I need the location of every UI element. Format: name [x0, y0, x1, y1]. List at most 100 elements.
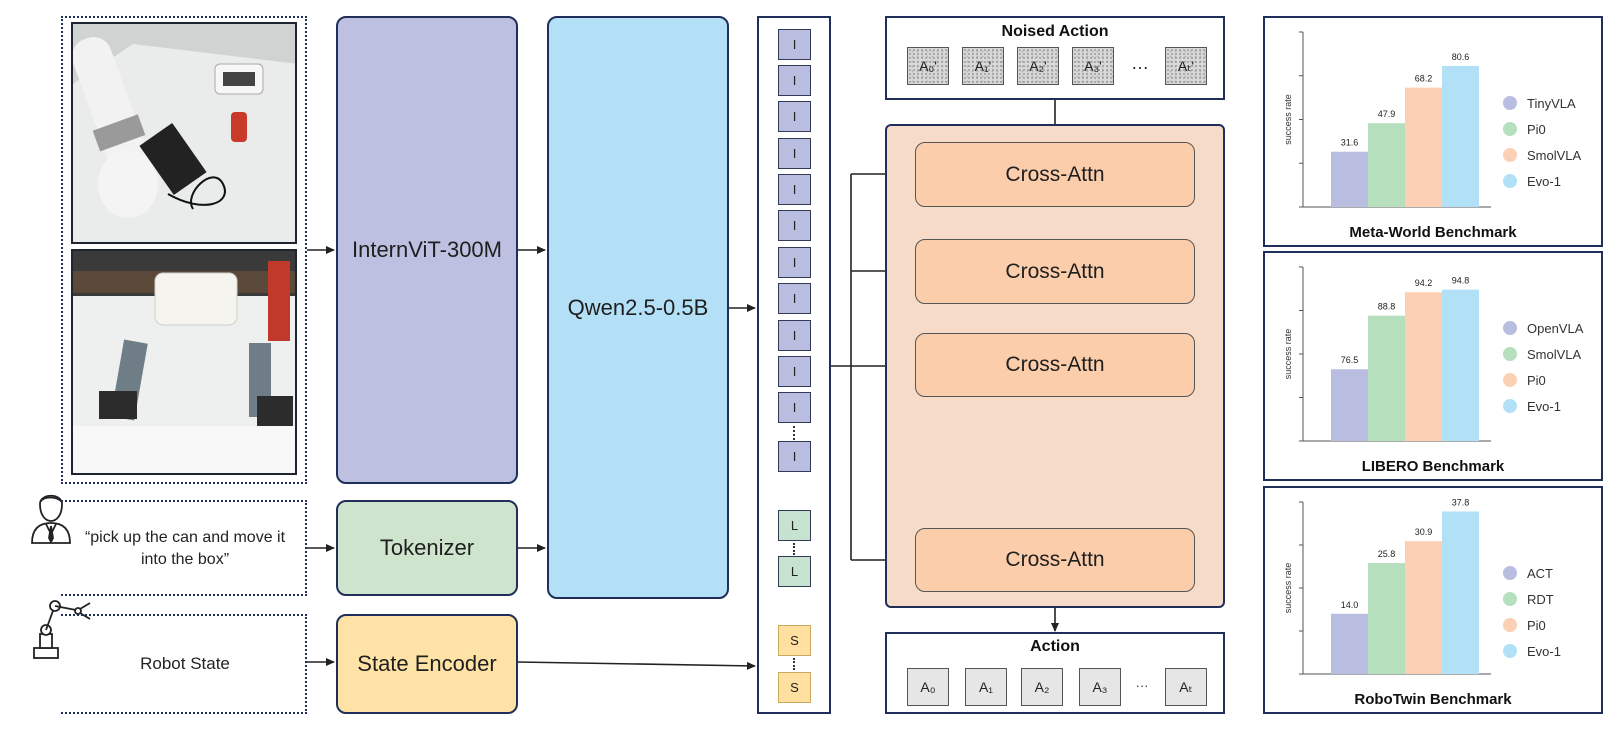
- cross-attn-block: Cross-Attn: [915, 239, 1195, 304]
- legend-label: SmolVLA: [1527, 147, 1582, 163]
- y-axis-label: success rate: [1283, 94, 1293, 145]
- llm-label: Qwen2.5-0.5B: [567, 294, 709, 320]
- bar-value-label: 94.2: [1415, 278, 1433, 288]
- language-token-ellipsis: [793, 543, 795, 555]
- bar: [1368, 315, 1405, 441]
- legend-item: Pi0: [1503, 367, 1583, 393]
- bar: [1442, 289, 1479, 441]
- tokenizer-label: Tokenizer: [379, 535, 475, 560]
- image-token: I: [778, 356, 811, 387]
- state-encoder-label: State Encoder: [357, 651, 497, 676]
- image-token: I: [778, 65, 811, 96]
- legend-swatch: [1503, 174, 1517, 188]
- noised-action-ellipsis: …: [1131, 53, 1149, 73]
- chart-title: RoboTwin Benchmark: [1354, 691, 1512, 708]
- bar-value-label: 88.8: [1378, 302, 1396, 312]
- bar-value-label: 31.6: [1341, 138, 1359, 148]
- image-token: I: [778, 138, 811, 169]
- bar-value-label: 47.9: [1378, 109, 1396, 119]
- action-token: Aₜ: [1165, 668, 1207, 706]
- cross-attn-block: Cross-Attn: [915, 333, 1195, 397]
- legend-label: RDT: [1527, 591, 1554, 607]
- image-token: I: [778, 441, 811, 472]
- bar: [1405, 87, 1442, 207]
- action-ellipsis: ···: [1135, 678, 1149, 693]
- vision-encoder-label: InternViT-300M: [351, 237, 502, 262]
- chart-title: LIBERO Benchmark: [1361, 458, 1505, 475]
- legend-swatch: [1503, 122, 1517, 136]
- noised-action-token: A₂': [1017, 47, 1059, 85]
- legend-swatch: [1503, 644, 1517, 658]
- cross-attn-label: Cross-Attn: [1005, 162, 1105, 186]
- state-encoder-block: State Encoder: [336, 614, 518, 714]
- legend-swatch: [1503, 399, 1517, 413]
- action-title: Action: [1030, 638, 1080, 655]
- person-icon: [28, 488, 74, 545]
- legend-label: ACT: [1527, 565, 1553, 581]
- legend-item: ACT: [1503, 560, 1561, 586]
- noised-action-token: A₀': [907, 47, 949, 85]
- bar: [1442, 511, 1479, 674]
- cross-attn-label: Cross-Attn: [1005, 353, 1105, 376]
- legend-swatch: [1503, 373, 1517, 387]
- bar: [1405, 541, 1442, 674]
- image-token: I: [778, 392, 811, 423]
- bar-value-label: 80.6: [1452, 52, 1470, 62]
- bar-value-label: 30.9: [1415, 527, 1433, 537]
- cross-attn-label: Cross-Attn: [1005, 259, 1105, 283]
- image-token: I: [778, 320, 811, 351]
- image-token: I: [778, 29, 811, 60]
- legend-item: Evo-1: [1503, 168, 1581, 194]
- cross-attn-block: Cross-Attn: [915, 142, 1195, 207]
- instruction-text: “pick up the can and move it into the bo…: [84, 529, 286, 568]
- noised-action-title: Noised Action: [1001, 23, 1109, 40]
- robot-state-text: Robot State: [140, 654, 230, 673]
- action-token: A₃: [1079, 668, 1121, 706]
- robot-state-input-box: [61, 614, 307, 714]
- bar-value-label: 14.0: [1341, 600, 1359, 610]
- action-token: A₂: [1021, 668, 1063, 706]
- noised-action-token: A₁': [962, 47, 1004, 85]
- bar-value-label: 76.5: [1341, 355, 1359, 365]
- legend-label: Pi0: [1527, 372, 1546, 388]
- legend-swatch: [1503, 347, 1517, 361]
- noised-action-panel: Noised Action A₀' A₁' A₂' A₃' … Aₜ': [885, 16, 1225, 100]
- legend-label: OpenVLA: [1527, 320, 1584, 336]
- bar: [1368, 123, 1405, 207]
- legend-label: SmolVLA: [1527, 346, 1582, 362]
- legend-item: Evo-1: [1503, 638, 1561, 664]
- bar-value-label: 94.8: [1452, 276, 1470, 286]
- legend-swatch: [1503, 148, 1517, 162]
- legend-label: Evo-1: [1527, 398, 1561, 414]
- legend-swatch: [1503, 321, 1517, 335]
- noised-action-token: A₃': [1072, 47, 1114, 85]
- bar: [1331, 613, 1368, 674]
- bar-value-label: 37.8: [1452, 497, 1470, 507]
- legend-item: Pi0: [1503, 116, 1581, 142]
- chart-title: Meta-World Benchmark: [1349, 224, 1517, 241]
- y-axis-label: success rate: [1283, 563, 1293, 614]
- bar: [1405, 292, 1442, 441]
- action-token: A₀: [907, 668, 949, 706]
- image-token: I: [778, 210, 811, 241]
- action-output-panel: Action A₀ A₁ A₂ A₃ ··· Aₜ: [885, 632, 1225, 714]
- cross-attn-block: Cross-Attn: [915, 528, 1195, 592]
- cross-attn-label: Cross-Attn: [1005, 548, 1105, 571]
- image-token-ellipsis: [793, 426, 795, 440]
- camera-image-top: [71, 22, 297, 244]
- legend-item: SmolVLA: [1503, 142, 1581, 168]
- legend-label: Pi0: [1527, 617, 1546, 633]
- bar: [1368, 563, 1405, 674]
- legend-item: RDT: [1503, 586, 1561, 612]
- legend-swatch: [1503, 566, 1517, 580]
- legend-item: Pi0: [1503, 612, 1561, 638]
- language-token: L: [778, 556, 811, 587]
- vision-encoder-block: InternViT-300M: [336, 16, 518, 484]
- bar: [1331, 151, 1368, 207]
